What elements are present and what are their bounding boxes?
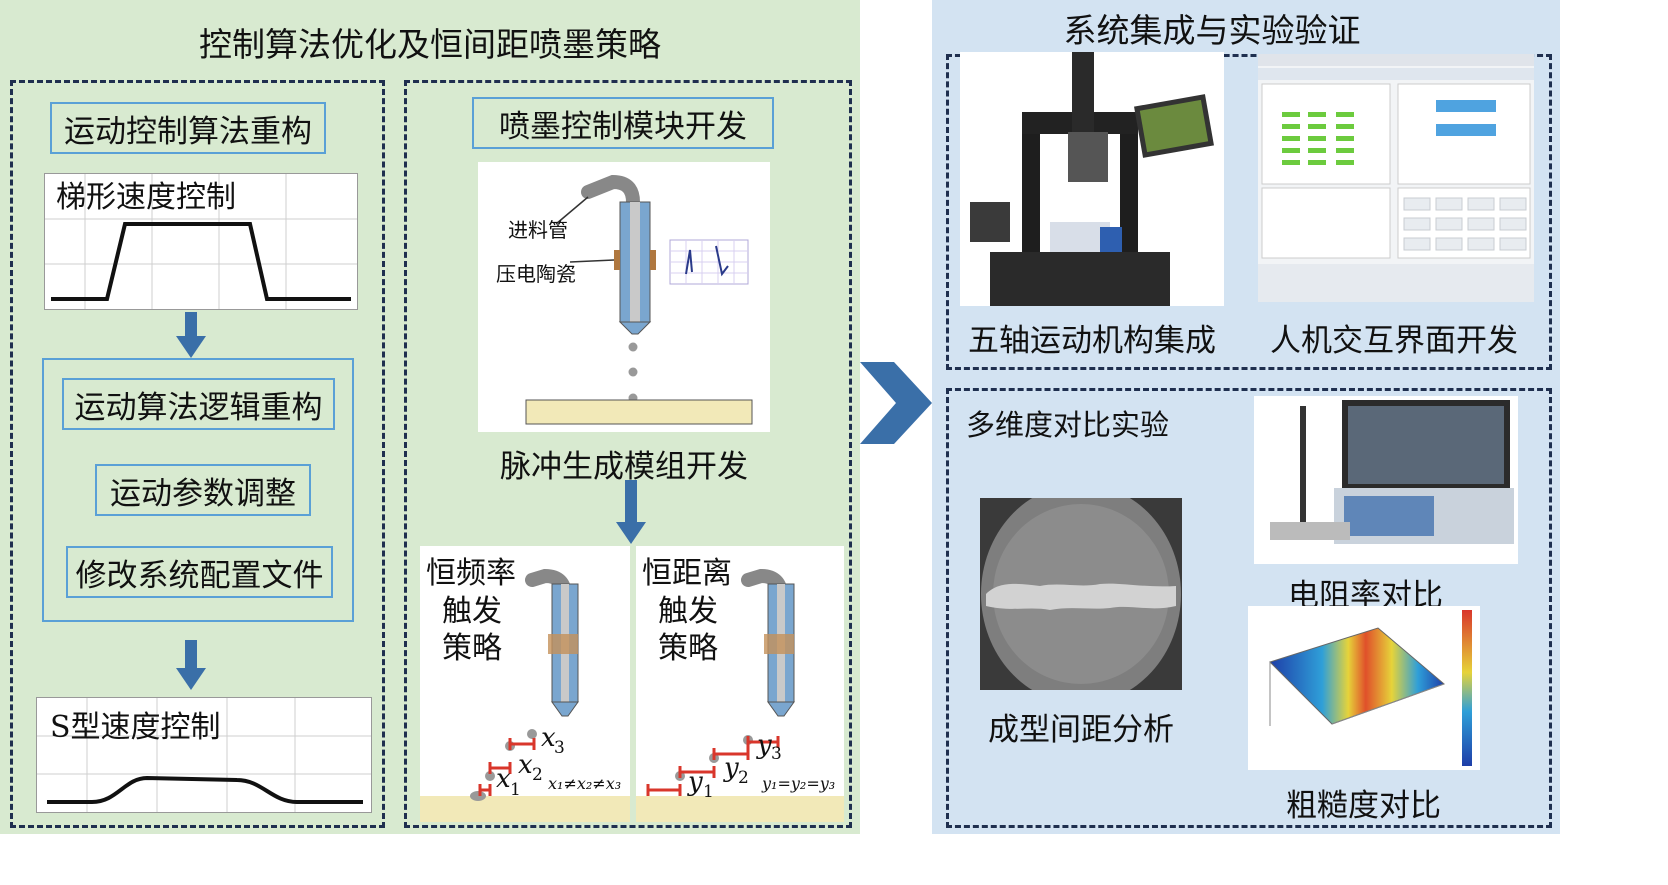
constant-frequency-panel <box>420 546 630 822</box>
experiments-header: 多维度对比实验 <box>966 408 1170 442</box>
resistivity-equipment-image <box>1270 400 1514 544</box>
y3-symbol: y <box>757 730 772 760</box>
inkjet-control-box <box>404 80 852 828</box>
frequency-nozzle-drawing <box>420 568 630 822</box>
x2-symbol: x <box>518 750 533 780</box>
nozzle-diagram <box>478 162 770 432</box>
frequency-strategy-line-1: 恒频率 <box>426 556 516 591</box>
pulse-caption: 脉冲生成模组开发 <box>500 449 748 485</box>
motion-step-3: 修改系统配置文件 <box>66 546 333 598</box>
x3-subscript: 3 <box>554 738 565 758</box>
spacing-micrograph <box>980 498 1182 690</box>
down-arrow-3 <box>616 480 646 544</box>
x3-symbol: x <box>541 723 556 753</box>
s-curve <box>37 698 371 812</box>
constant-distance-panel <box>636 546 844 822</box>
y2-subscript: 2 <box>738 768 749 788</box>
roughness-surface-image <box>1269 610 1472 766</box>
down-arrow-2 <box>176 640 206 690</box>
y2-symbol: y <box>724 753 739 783</box>
spacing-label: 成型间距分析 <box>988 712 1174 748</box>
motion-control-header: 运动控制算法重构 <box>50 102 326 154</box>
left-panel-title: 控制算法优化及恒间距喷墨策略 <box>199 25 661 64</box>
frequency-strategy-line-2: 触发 <box>442 594 502 629</box>
five-axis-label: 五轴运动机构集成 <box>968 323 1216 359</box>
down-arrow-1 <box>176 312 206 358</box>
integration-box <box>946 54 1552 370</box>
distance-strategy-line-3: 策略 <box>658 631 718 666</box>
feed-tube-label: 进料管 <box>508 218 568 242</box>
x-relation: x₁≠x₂≠x₃ <box>548 774 622 793</box>
motion-steps-container <box>42 358 354 622</box>
distance-strategy-line-1: 恒距离 <box>642 556 732 591</box>
motion-control-box <box>10 80 385 828</box>
y3-subscript: 3 <box>771 744 782 764</box>
y1-symbol: y <box>688 767 703 797</box>
y1-subscript: 1 <box>703 782 714 802</box>
right-panel-title: 系统集成与实验验证 <box>1063 11 1361 50</box>
inkjet-control-header: 喷墨控制模块开发 <box>472 97 774 149</box>
frequency-strategy-line-3: 策略 <box>442 631 502 666</box>
x1-symbol: x <box>496 764 511 794</box>
hmi-screenshot <box>1258 54 1534 302</box>
resistivity-photo <box>1254 396 1518 564</box>
hmi-label: 人机交互界面开发 <box>1270 323 1518 359</box>
five-axis-machine-image <box>970 52 1214 306</box>
right-arrow <box>860 362 932 444</box>
x2-subscript: 2 <box>532 765 543 785</box>
y-relation: y₁=y₂=y₃ <box>762 774 836 793</box>
trapezoid-chart <box>44 173 358 310</box>
trapezoid-curve <box>45 174 357 309</box>
s-curve-label: S型速度控制 <box>50 710 221 745</box>
roughness-3d-plot <box>1248 606 1480 770</box>
roughness-label: 粗糙度对比 <box>1286 788 1441 824</box>
distance-strategy-line-2: 触发 <box>658 594 718 629</box>
nozzle-drawing <box>525 174 753 425</box>
motion-step-1: 运动算法逻辑重构 <box>62 378 335 430</box>
experiments-box <box>946 388 1552 828</box>
distance-nozzle-drawing <box>636 568 844 822</box>
hmi-screenshot-image <box>1258 54 1534 302</box>
motion-step-2: 运动参数调整 <box>95 464 311 516</box>
trapezoid-label: 梯形速度控制 <box>56 180 236 215</box>
s-curve-chart <box>36 697 372 813</box>
five-axis-photo <box>960 52 1224 306</box>
piezo-label: 压电陶瓷 <box>496 262 576 286</box>
x1-subscript: 1 <box>510 780 521 800</box>
spacing-micrograph-image <box>981 498 1181 690</box>
